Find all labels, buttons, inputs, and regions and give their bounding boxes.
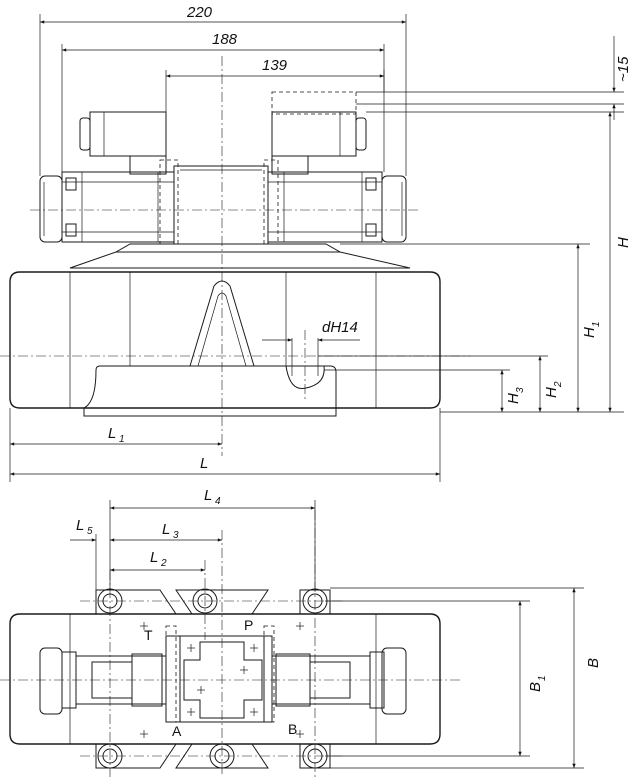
dim-220: 220 xyxy=(186,4,213,21)
port-B-label: B xyxy=(288,721,297,737)
dim-B1: B xyxy=(527,682,544,692)
dim-B: B xyxy=(585,658,602,668)
front-dimensions: 220 188 139 ~15 H H 1 H xyxy=(9,4,632,482)
port-P-label: P xyxy=(244,617,253,633)
dim-L1: L xyxy=(108,425,116,442)
dim-139: 139 xyxy=(262,57,288,74)
dim-L2-sub: 2 xyxy=(160,558,167,569)
dim-L: L xyxy=(200,455,208,472)
dim-H3-sub: 3 xyxy=(515,387,526,393)
dim-L1-sub: 1 xyxy=(119,434,125,445)
front-view xyxy=(0,56,470,456)
dim-H3: H xyxy=(505,393,522,404)
port-T-label: T xyxy=(144,627,153,643)
right-solenoid xyxy=(267,91,407,243)
center-valve-block xyxy=(159,159,279,245)
plan-view: T P A B xyxy=(0,510,460,777)
dim-dH14: dH14 xyxy=(322,319,358,336)
dim-188: 188 xyxy=(212,31,238,48)
plan-dimensions: L 4 L 3 L 5 L 2 B 1 B xyxy=(70,487,602,769)
dim-L3-sub: 3 xyxy=(173,530,179,541)
dim-L3: L xyxy=(162,521,170,538)
dim-L5-sub: 5 xyxy=(87,526,93,537)
dim-L4: L xyxy=(204,487,212,504)
dim-H2-sub: 2 xyxy=(553,381,564,388)
dim-15: ~15 xyxy=(615,56,632,82)
left-solenoid xyxy=(39,111,175,243)
dim-L5: L xyxy=(76,517,84,534)
dim-B1-sub: 1 xyxy=(537,675,548,681)
dim-H1: H xyxy=(581,327,598,338)
dim-H: H xyxy=(615,237,632,248)
port-A-label: A xyxy=(172,723,182,739)
subplate-body xyxy=(9,271,441,417)
dim-L2: L xyxy=(150,549,158,566)
dim-H1-sub: 1 xyxy=(591,321,602,327)
dim-H2: H xyxy=(543,387,560,398)
dim-L4-sub: 4 xyxy=(215,496,221,507)
